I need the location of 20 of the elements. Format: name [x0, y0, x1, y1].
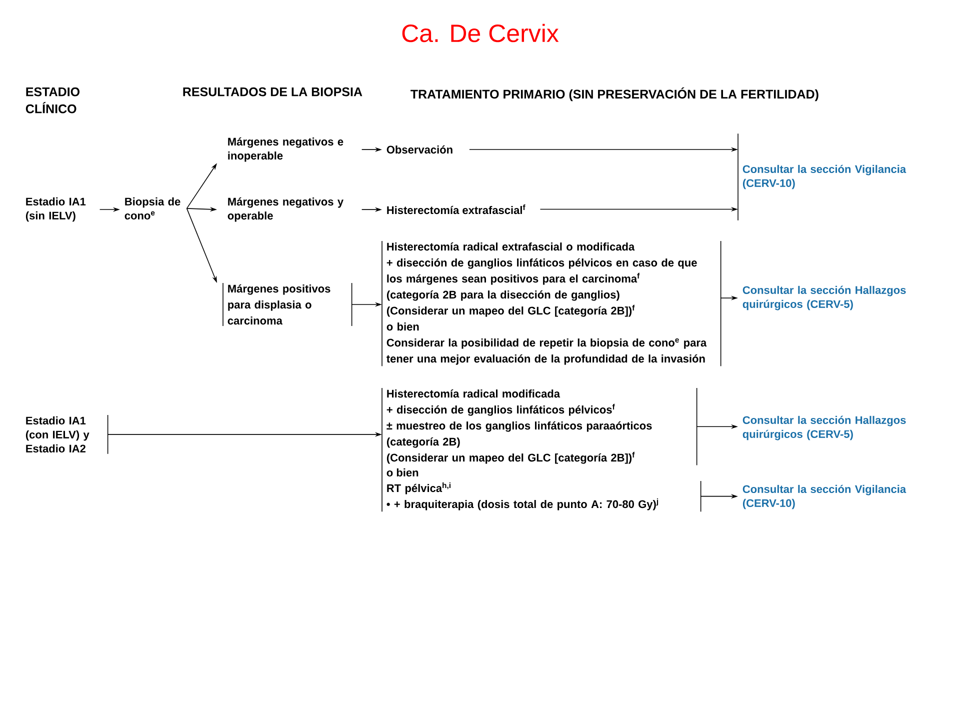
stage-box: Estadio IA1 (con IELV) y Estadio IA2 [26, 414, 108, 454]
treatment-box: Histerectomía radical extrafascial o modificada + disección de ganglios linfáticos pélvicos en caso de que los márgenes sean positivos para el carcinoma$^{f}$ (categoría 2B para la disección de ganglios) (Considerar un mapeo del GLC [categoría 2B])$^{f}$ o bien Considerar la posibilidad de repetir la biopsia de cono$^{e}$ para tener una mejor evaluación de la profundidad de la invasión [382, 240, 722, 367]
result-text: Márgenes negativos y operable [228, 197, 344, 222]
column-header: ESTADIO CLÍNICO [26, 87, 80, 114]
link-text: Consultar la sección Hallazgos quirúrgicos (CERV-5) [742, 416, 906, 440]
treatment-box: RT pélvica$^{h,i}$ • + braquiterapia (dosis total de punto A: 70-80 Gy)$^{j}$ [386, 480, 702, 512]
link-text: Consultar la sección Hallazgos quirúrgicos (CERV-5) [742, 286, 906, 310]
procedure-text: Biopsia de cono$^{e}$ [124, 197, 180, 220]
stage-text: Estadio IA1 (sin IELV) [26, 197, 86, 222]
column-header: TRATAMIENTO PRIMARIO (SIN PRESERVACIÓN DE LA FERTILIDAD) [410, 87, 818, 102]
link-text: Consultar la sección Vigilancia (CERV-10) [738, 133, 906, 221]
link-text: Consultar la sección Vigilancia (CERV-10) [742, 484, 906, 510]
result-box: Márgenes positivos para displasia o carcinoma [222, 282, 352, 326]
title: Ca. De Cervix [402, 24, 559, 42]
treatment-text: Observación [386, 145, 452, 154]
treatment-box: Histerectomía radical modificada + disección de ganglios linfáticos pélvicos$^{f}$ ± muestreo de los ganglios linfáticos paraaórticos (categoría 2B) (Considerar un mapeo del GLC [categoría 2B])$^{f}$ [386, 388, 698, 466]
column-header: RESULTADOS DE LA BIOPSIA [183, 87, 362, 96]
treatment-text: Histerectomía extrafascial$^{f}$ [387, 204, 526, 214]
note-text: o bien [386, 468, 418, 476]
result-text: Márgenes negativos e inoperable [228, 137, 344, 162]
